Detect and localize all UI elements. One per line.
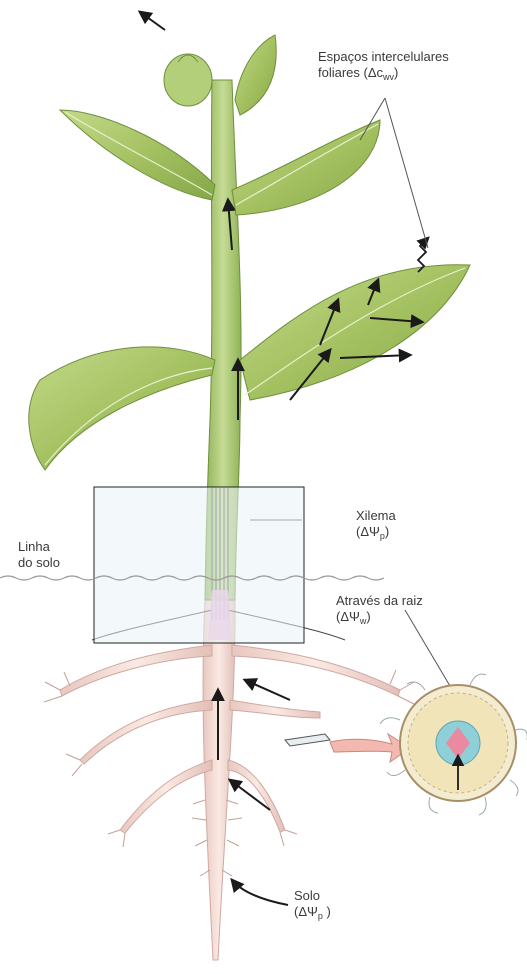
label-soil: Solo (ΔΨp )	[294, 888, 331, 924]
label-leaf-air-spaces-line1: Espaços intercelulares	[318, 49, 449, 65]
root-slice	[285, 734, 330, 746]
label-xylem-title: Xilema	[356, 508, 396, 524]
stem-base-inset-frame	[94, 487, 304, 643]
transport-arrows	[140, 12, 422, 905]
root-cross-section	[380, 674, 527, 815]
arrow-root-2	[245, 680, 290, 700]
leaves	[29, 35, 470, 470]
label-xylem: Xilema (ΔΨp)	[356, 508, 396, 544]
label-through-root: Através da raiz (ΔΨw)	[336, 593, 423, 629]
label-leaf-air-spaces: Espaços intercelulares foliares (Δcwv)	[318, 49, 449, 85]
bud	[164, 54, 212, 106]
label-soil-line: Linha do solo	[18, 539, 60, 571]
cross-section-pointer	[330, 734, 410, 762]
label-leaf-air-spaces-line2: foliares (Δc	[318, 65, 383, 80]
arrow-soil	[232, 880, 288, 905]
arrow-top	[140, 12, 165, 30]
